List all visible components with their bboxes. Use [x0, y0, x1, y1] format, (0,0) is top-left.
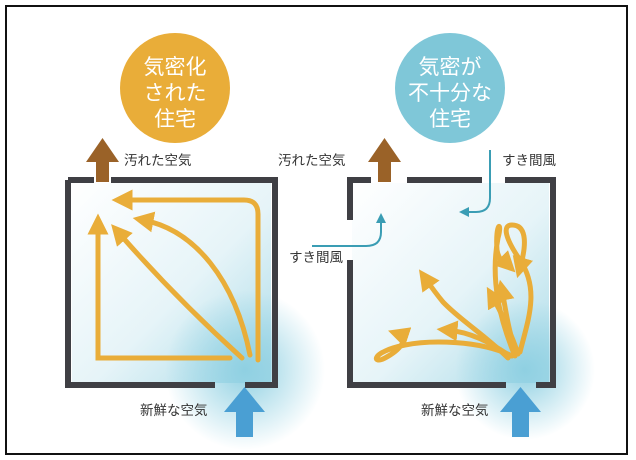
airflow-arrows — [87, 189, 261, 363]
airtight-house: 気密化 された 住宅 汚れた空気 新鮮な空気 — [65, 33, 325, 450]
draft-arrows — [312, 150, 491, 247]
badge-line-3: 住宅 — [154, 107, 196, 131]
house-walls — [347, 177, 556, 388]
house-walls — [65, 177, 278, 388]
fresh-air-glow — [165, 290, 325, 450]
draft-label-top: すき間風 — [502, 153, 556, 169]
fresh-air-arrow — [500, 387, 541, 437]
badge-line-1: 気密が — [419, 55, 482, 79]
exhaust-label: 汚れた空気 — [278, 153, 346, 169]
airflow-arrows — [373, 222, 534, 363]
badge-line-3: 住宅 — [429, 107, 471, 131]
fresh-air-glow — [455, 300, 595, 440]
fresh-air-label: 新鮮な空気 — [140, 403, 208, 419]
exhaust-arrow — [86, 138, 119, 182]
fresh-air-label: 新鮮な空気 — [421, 403, 489, 419]
exhaust-arrow — [368, 138, 401, 182]
exhaust-label: 汚れた空気 — [124, 153, 192, 169]
badge-line-2: 不十分な — [408, 81, 492, 105]
badge-airtight — [120, 33, 230, 143]
draft-label-left: すき間風 — [289, 250, 343, 266]
badge-line-1: 気密化 — [144, 55, 207, 79]
leaky-house: 気密が 不十分な 住宅 汚れた空気 すき間風 すき間風 新鮮な空気 — [278, 33, 595, 440]
fresh-air-arrow — [224, 387, 265, 437]
badge-leaky — [395, 33, 505, 143]
badge-line-2: された — [144, 81, 207, 105]
